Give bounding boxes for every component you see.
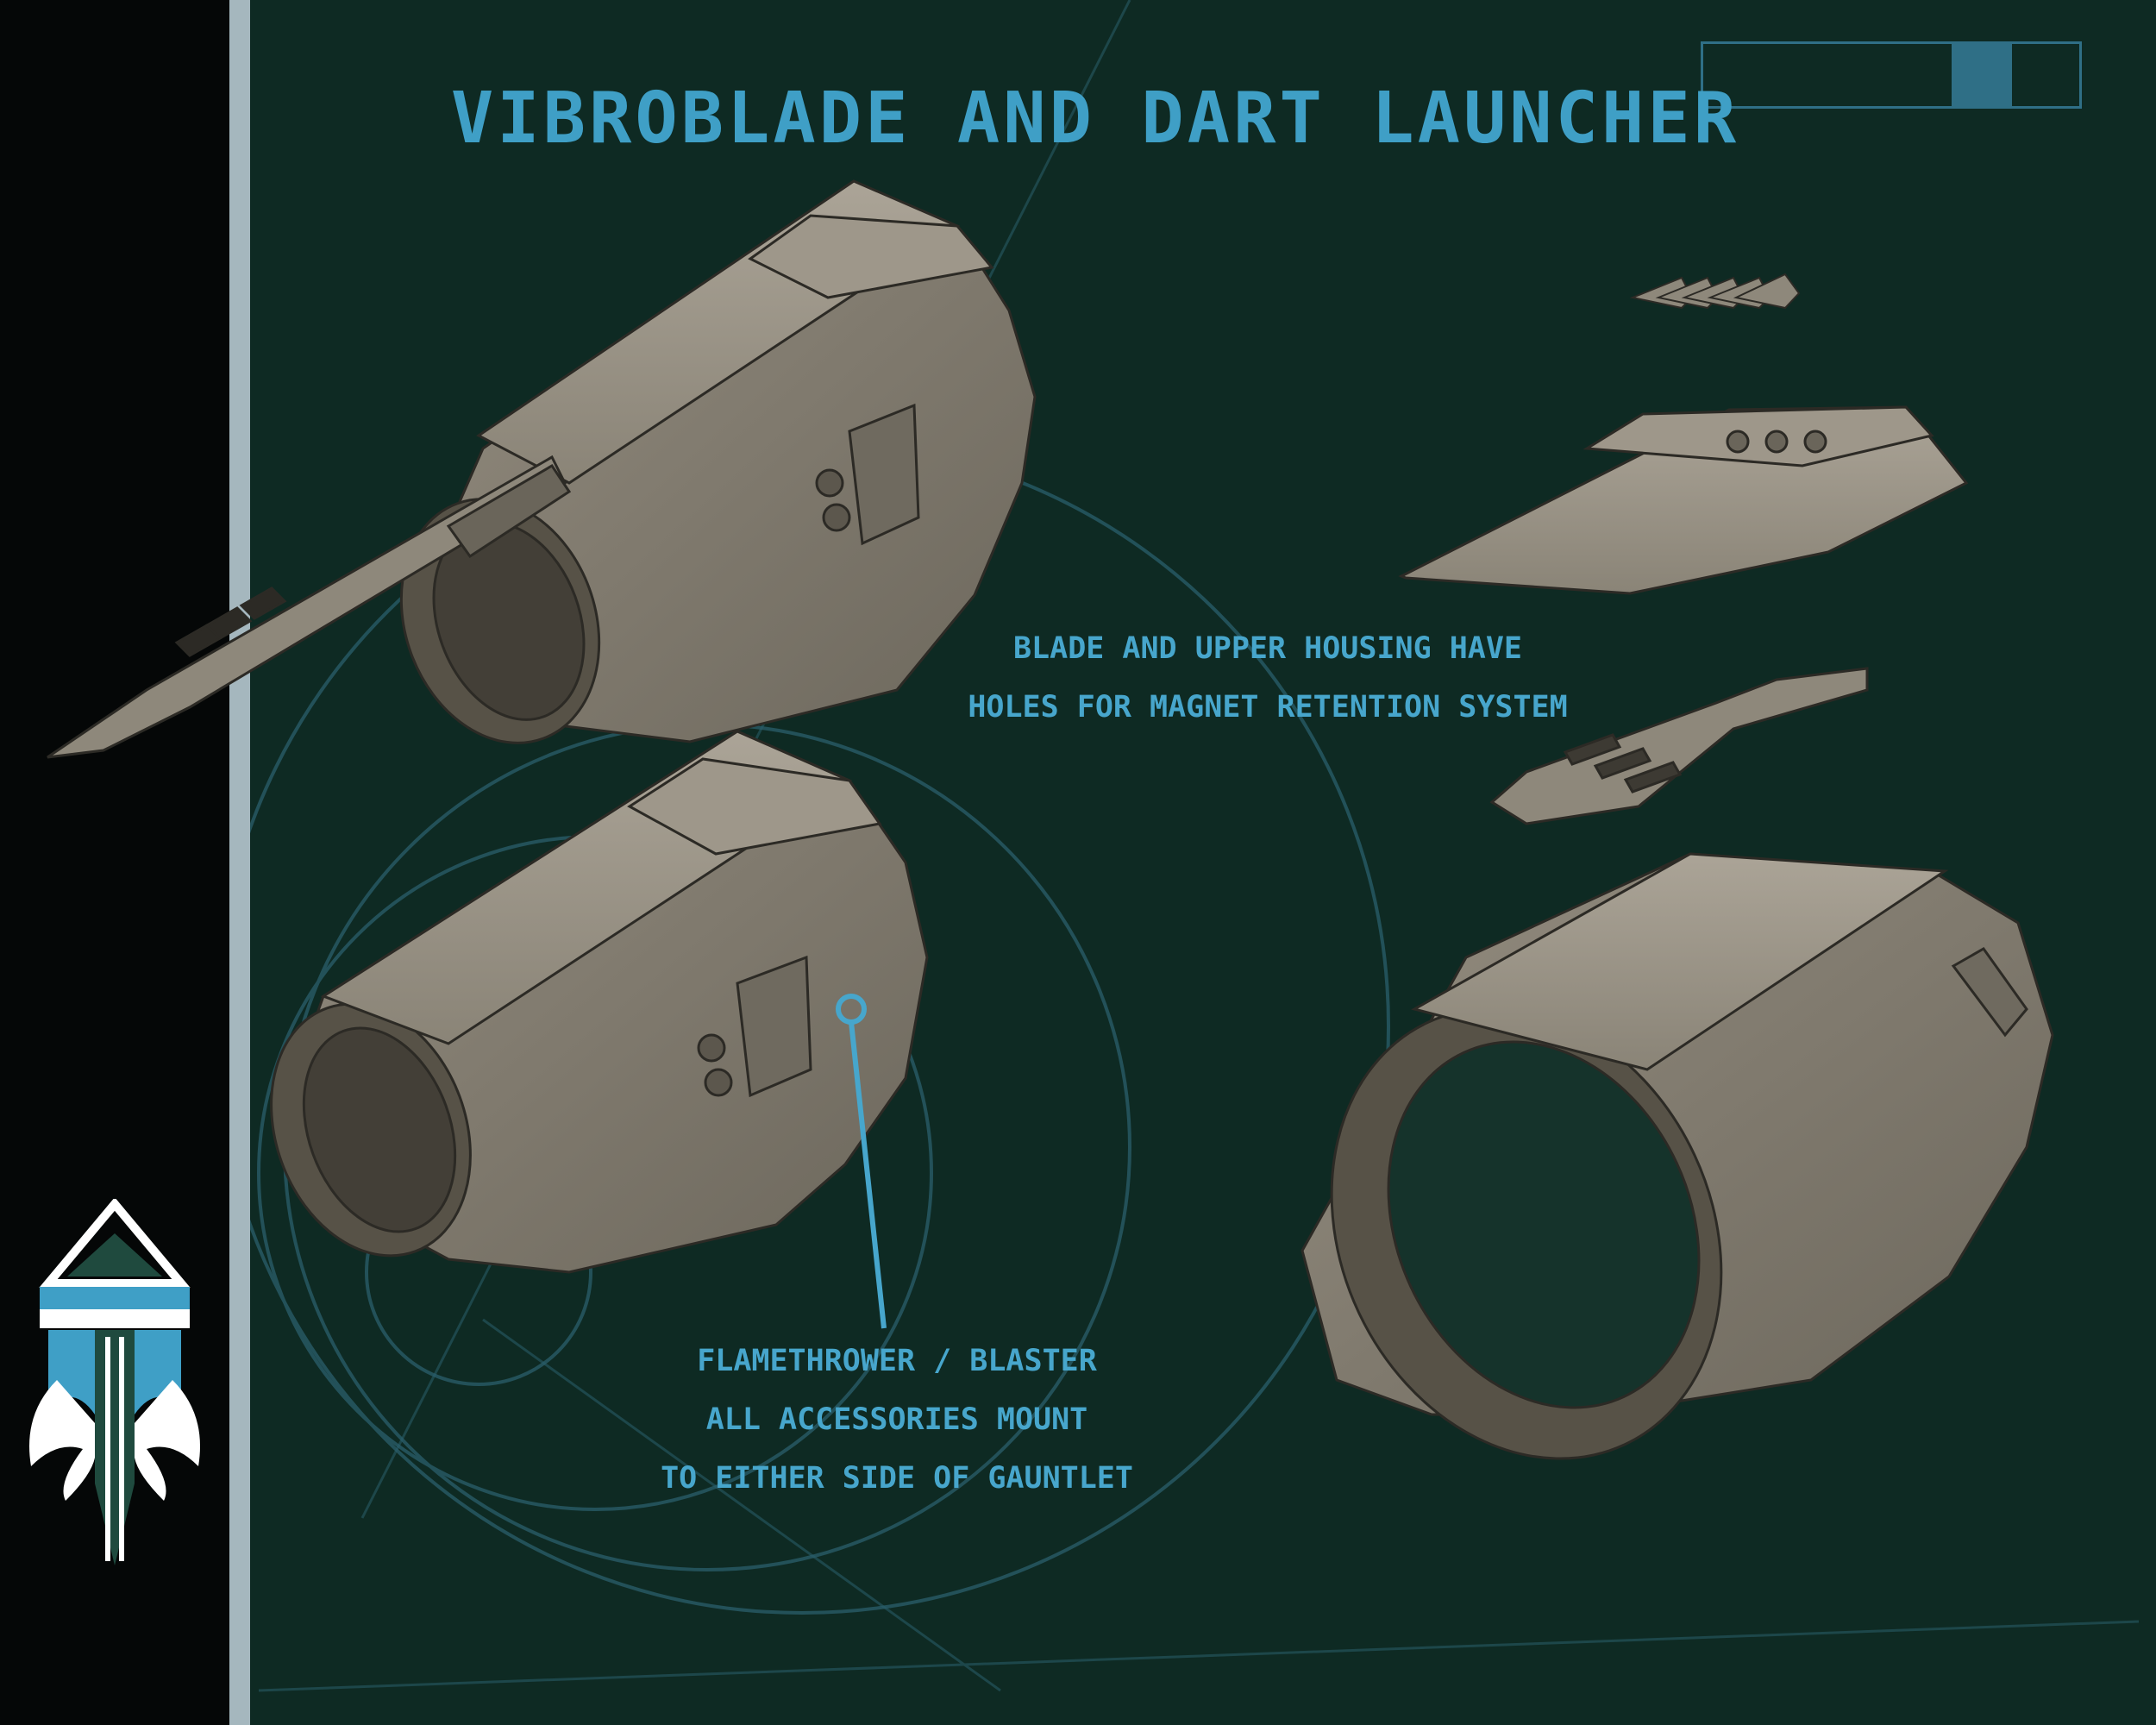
dart-housing	[748, 214, 994, 299]
gauntlet-with-blade	[47, 179, 1037, 759]
callout-line: ALL ACCESSORIES MOUNT	[705, 1402, 1088, 1437]
blade-slot	[239, 586, 287, 620]
callout-pointer	[836, 994, 887, 1329]
gauntlet-retracted	[270, 730, 929, 1274]
blade-slot	[1623, 761, 1683, 794]
mandalorian-helmet-icon	[29, 1199, 200, 1565]
gauntlet-opening-inner	[302, 1026, 457, 1233]
callout-line: BLADE AND UPPER HOUSING HAVE	[1012, 631, 1522, 666]
side-mount	[736, 955, 812, 1098]
dart-housing	[627, 757, 882, 856]
side-mount	[848, 403, 920, 546]
blade-guard	[446, 463, 572, 559]
progress-segment	[1951, 44, 2012, 106]
magnet-hole	[1764, 430, 1789, 454]
blade-slot	[1563, 733, 1622, 766]
callout-line: FLAMETHROWER / BLASTER	[697, 1344, 1097, 1378]
gauntlet-shell	[1300, 852, 2054, 1460]
sidebar-rule	[229, 0, 250, 1725]
callout-line: HOLES FOR MAGNET RETENTION SYSTEM	[968, 690, 1568, 724]
callout-accessory-mount: FLAMETHROWER / BLASTER ALL ACCESSORIES M…	[621, 1332, 1173, 1508]
magnet-hole	[1803, 430, 1827, 454]
upper-housing	[1398, 405, 1969, 595]
progress-indicator	[1701, 41, 2082, 109]
blade-slot	[1593, 747, 1652, 780]
barrel	[704, 1068, 733, 1097]
dart-set	[1629, 273, 1801, 310]
blueprint-line-1	[258, 1620, 2140, 1692]
barrel	[822, 503, 851, 532]
callout-magnet-retention: BLADE AND UPPER HOUSING HAVE HOLES FOR M…	[966, 619, 1570, 737]
magnet-hole	[1726, 430, 1750, 454]
barrel	[815, 468, 844, 498]
blade-piece	[1489, 667, 1869, 825]
blade-slot	[204, 606, 253, 640]
page-title: VIBROBLADE AND DART LAUNCHER	[450, 78, 1740, 160]
shell-side-tab	[1951, 947, 2028, 1038]
blueprint-line-3	[482, 1318, 1001, 1692]
callout-line: TO EITHER SIDE OF GAUNTLET	[661, 1461, 1133, 1496]
barrel	[697, 1033, 726, 1063]
shell-opening-inner	[1387, 1040, 1701, 1409]
shell-top-plate	[1411, 852, 1949, 1071]
